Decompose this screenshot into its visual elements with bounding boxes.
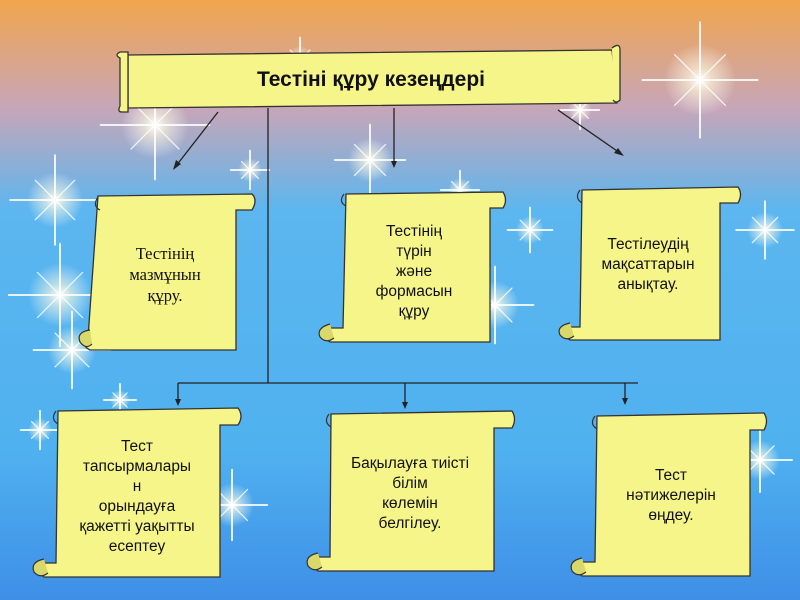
step-estimate-time: Тест тапсырмалары н орындауға қажетті уа… <box>79 438 195 555</box>
sparkle-star <box>735 200 795 260</box>
connector-lines <box>175 108 638 403</box>
scroll-step-3 <box>558 186 742 341</box>
step-define-content: Тестінің мазмұнын құру. <box>129 243 201 305</box>
title-scroll <box>116 44 621 113</box>
sparkle-star <box>641 21 759 139</box>
sparkle-star <box>506 206 554 254</box>
step-define-knowledge-scope: Бақылауға тиісті білім көлемін белгілеу. <box>350 455 470 532</box>
sparkle-star <box>333 123 407 197</box>
scroll-step-5 <box>306 410 516 572</box>
sparkle-star <box>9 154 101 246</box>
scroll-step-6 <box>570 412 768 577</box>
scroll-step-1 <box>78 193 256 351</box>
diagram-title: Тестіні құру кезеңдері <box>257 68 485 91</box>
step-define-testing-goals: Тестілеудің мақсаттарын анықтау. <box>601 236 695 293</box>
sparkle-star <box>7 242 113 348</box>
sparkle-star <box>103 383 137 417</box>
scroll-step-2 <box>318 191 507 343</box>
scroll-step-4 <box>32 407 242 578</box>
step-define-type-and-form: Тестінің түрін және формасын құру <box>375 223 453 320</box>
sparkle-star <box>19 409 61 451</box>
step-process-results: Тест нәтижелерін өңдеу. <box>626 467 716 524</box>
sparkle-star <box>229 149 271 191</box>
arrowheads <box>173 148 628 409</box>
